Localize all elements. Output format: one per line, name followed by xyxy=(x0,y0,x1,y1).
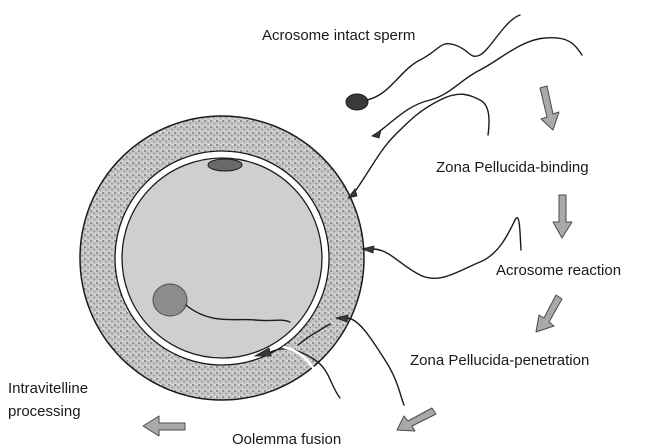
step-arrow-1-icon xyxy=(540,86,559,130)
label-acrosome-reaction: Acrosome reaction xyxy=(496,262,621,279)
step-arrow-3-icon xyxy=(536,295,562,332)
oocyte-icon xyxy=(122,158,322,358)
label-zp-penetration: Zona Pellucida-penetration xyxy=(410,352,589,369)
step-arrow-2-icon xyxy=(553,195,572,238)
label-intravitelline-line2: processing xyxy=(8,403,81,420)
sperm-head-fused-icon xyxy=(208,159,242,171)
label-intravitelline-line1: Intravitelline xyxy=(8,380,88,397)
label-oolemma-fusion: Oolemma fusion xyxy=(232,431,341,448)
label-acrosome-intact: Acrosome intact sperm xyxy=(262,27,415,44)
sperm-zp-binding-icon xyxy=(348,94,489,198)
pronucleus-icon xyxy=(153,284,187,316)
step-arrow-4-icon xyxy=(397,408,436,431)
step-arrow-5-icon xyxy=(143,416,185,436)
label-zp-binding: Zona Pellucida-binding xyxy=(436,159,589,176)
